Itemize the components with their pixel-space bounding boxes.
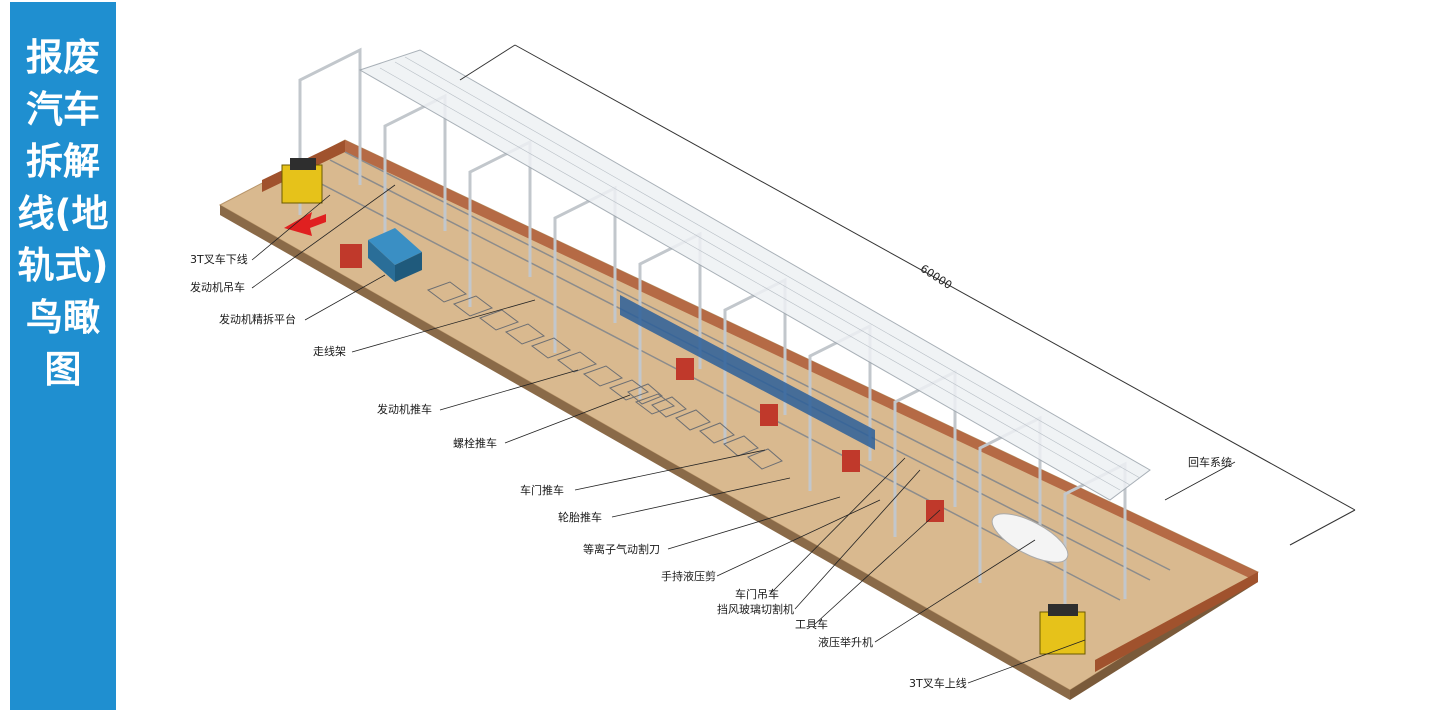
- label-hydraulic-shear: 手持液压剪: [661, 570, 716, 583]
- door-cart: [627, 383, 663, 405]
- label-bolt-cart: 螺栓推车: [453, 437, 497, 450]
- leader-line: [611, 477, 791, 518]
- leader-line: [1164, 461, 1236, 501]
- leader-line: [439, 369, 579, 411]
- label-engine-cart: 发动机推车: [377, 403, 432, 416]
- cart: [452, 295, 494, 317]
- cabinets: [340, 244, 944, 522]
- label-door-crane: 车门吊车: [735, 588, 779, 601]
- leader-line: [667, 496, 841, 550]
- side-banner: 报废汽车拆解线(地轨式)鸟瞰图: [10, 2, 116, 710]
- frame-portal: [383, 93, 447, 261]
- label-forklift-off: 3T叉车下线: [190, 253, 248, 266]
- label-hydraulic-lift: 液压举升机: [818, 636, 873, 649]
- car: [991, 513, 1069, 563]
- label-wire-rack: 走线架: [313, 345, 346, 358]
- frame-portal: [553, 185, 617, 353]
- leader-line: [716, 499, 881, 577]
- label-windshield-cutter: 挡风玻璃切割机: [717, 603, 794, 616]
- door-cart: [651, 396, 687, 418]
- door-cart: [675, 409, 711, 431]
- cart: [608, 379, 650, 401]
- leader-line: [967, 639, 1086, 684]
- frame-portal: [298, 47, 362, 215]
- door-cart: [747, 448, 783, 470]
- engine-platform: [368, 228, 422, 282]
- diagram-title: 报废汽车拆解线(地轨式)鸟瞰图: [17, 36, 109, 391]
- cart: [504, 323, 546, 345]
- leader-line: [504, 394, 631, 444]
- leader-line: [251, 194, 331, 261]
- label-engine-crane: 发动机吊车: [190, 281, 245, 294]
- label-tool-cart: 工具车: [795, 618, 828, 631]
- label-engine-platform: 发动机精拆平台: [219, 313, 296, 326]
- cart: [530, 337, 572, 359]
- forklift-on-line: [1039, 604, 1086, 655]
- label-return-system: 回车系统: [1188, 456, 1232, 469]
- door-cart: [723, 435, 759, 457]
- cart: [426, 281, 468, 303]
- leader-line: [251, 184, 396, 289]
- label-door-cart: 车门推车: [520, 484, 564, 497]
- cart: [478, 309, 520, 331]
- floor-slab: [218, 139, 1260, 700]
- direction-arrow: [284, 212, 326, 236]
- leader-line: [874, 539, 1036, 643]
- overhead-lattice: [358, 49, 1151, 501]
- cart: [634, 393, 676, 415]
- forklift-off-line: [281, 158, 323, 204]
- label-plasma-cutter: 等离子气动割刀: [583, 543, 660, 556]
- leader-line: [574, 449, 766, 491]
- leader-line: [769, 457, 906, 595]
- leader-line: [304, 274, 386, 321]
- label-tire-cart: 轮胎推车: [558, 511, 602, 524]
- leader-line: [794, 469, 921, 610]
- cart: [582, 365, 624, 387]
- label-forklift-on: 3T叉车上线: [909, 677, 967, 690]
- carts: [426, 281, 783, 470]
- cart: [556, 351, 598, 373]
- blue-panel: [620, 295, 875, 450]
- frame-portal: [638, 231, 702, 399]
- frame-portal: [468, 139, 532, 307]
- leader-lines: [251, 184, 1236, 684]
- door-cart: [699, 422, 735, 444]
- dimension-line: [459, 44, 1356, 546]
- leader-line: [351, 299, 536, 353]
- leader-line: [814, 509, 941, 625]
